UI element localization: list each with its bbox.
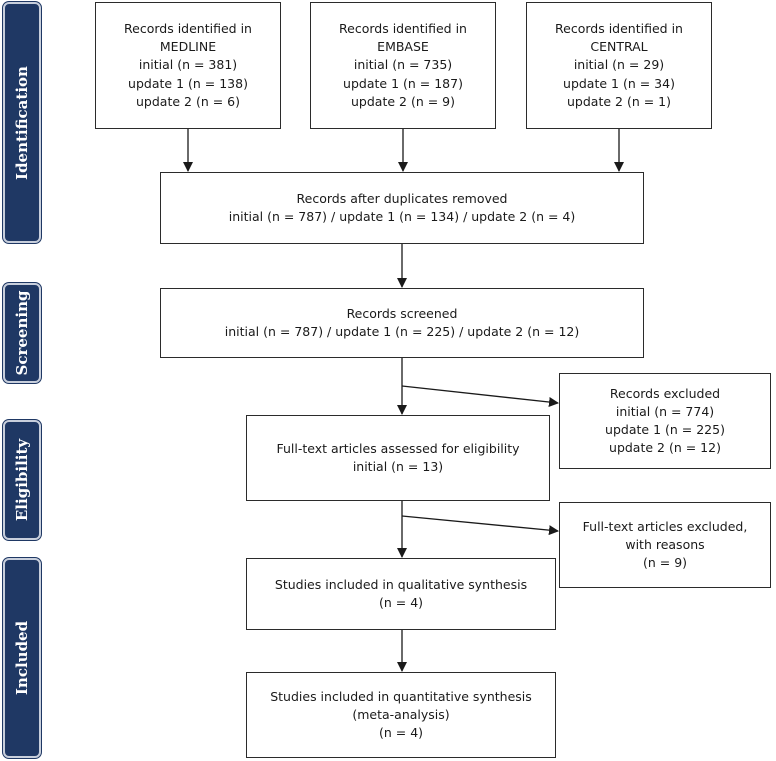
box-qualitative-synthesis: Studies included in qualitative synthesi…	[246, 558, 556, 630]
fulltext-line-2: initial (n = 13)	[352, 459, 444, 474]
phase-eligibility: Eligibility	[3, 420, 41, 540]
box-duplicates-removed: Records after duplicates removed initial…	[160, 172, 644, 244]
quantitative-line-2: (meta-analysis)	[352, 706, 450, 722]
medline-line-4: update 1 (n = 138)	[128, 75, 248, 91]
excluded-line-1: Records excluded	[609, 385, 721, 401]
box-records-excluded: Records excluded initial (n = 774) updat…	[559, 373, 771, 469]
fulltext-excluded-line-1: Full-text articles excluded,	[582, 518, 748, 534]
embase-line-3: initial (n = 735)	[353, 57, 453, 73]
quantitative-line-1: Studies included in quantitative synthes…	[270, 688, 532, 704]
medline-line-1: Records identified in	[124, 21, 252, 37]
duplicates-line-1: Records after duplicates removed	[296, 190, 508, 206]
phase-identification: Identification	[3, 2, 41, 243]
screened-line-1: Records screened	[346, 305, 458, 321]
box-fulltext-assessed: Full-text articles assessed for eligibil…	[246, 415, 550, 501]
central-line-3: initial (n = 29)	[573, 57, 665, 73]
quantitative-line-3: (n = 4)	[378, 725, 424, 741]
phase-screening: Screening	[3, 283, 41, 383]
box-embase: Records identified in EMBASE initial (n …	[310, 2, 496, 129]
embase-line-2: EMBASE	[377, 39, 429, 55]
fulltext-excluded-line-3: (n = 9)	[642, 555, 688, 571]
qualitative-line-2: (n = 4)	[378, 595, 424, 610]
embase-line-4: update 1 (n = 187)	[343, 75, 463, 91]
medline-line-5: update 2 (n = 6)	[136, 93, 240, 109]
central-line-2: CENTRAL	[590, 39, 648, 55]
excluded-line-3: update 1 (n = 225)	[605, 422, 725, 437]
excluded-line-4: update 2 (n = 12)	[609, 440, 721, 456]
central-line-4: update 1 (n = 34)	[563, 75, 675, 91]
box-fulltext-excluded: Full-text articles excluded, with reason…	[559, 502, 771, 588]
duplicates-line-2: initial (n = 787) / update 1 (n = 134) /…	[228, 209, 576, 224]
excluded-line-2: initial (n = 774)	[615, 403, 715, 419]
medline-line-2: MEDLINE	[159, 39, 217, 55]
embase-line-1: Records identified in	[339, 21, 467, 37]
box-quantitative-synthesis: Studies included in quantitative synthes…	[246, 672, 556, 758]
fulltext-line-1: Full-text articles assessed for eligibil…	[276, 440, 520, 456]
qualitative-line-1: Studies included in qualitative synthesi…	[274, 576, 528, 592]
phase-included: Included	[3, 558, 41, 758]
box-central: Records identified in CENTRAL initial (n…	[526, 2, 712, 129]
embase-line-5: update 2 (n = 9)	[351, 93, 455, 109]
medline-line-3: initial (n = 381)	[138, 57, 238, 73]
central-line-1: Records identified in	[555, 21, 683, 37]
box-medline: Records identified in MEDLINE initial (n…	[95, 2, 281, 129]
screened-line-2: initial (n = 787) / update 1 (n = 225) /…	[224, 324, 580, 339]
fulltext-excluded-line-2: with reasons	[625, 536, 705, 552]
box-records-screened: Records screened initial (n = 787) / upd…	[160, 288, 644, 358]
central-line-5: update 2 (n = 1)	[567, 93, 671, 109]
arrow-screened-to-excluded	[401, 385, 559, 407]
arrow-fulltext-to-fulltext-excluded	[401, 515, 559, 536]
